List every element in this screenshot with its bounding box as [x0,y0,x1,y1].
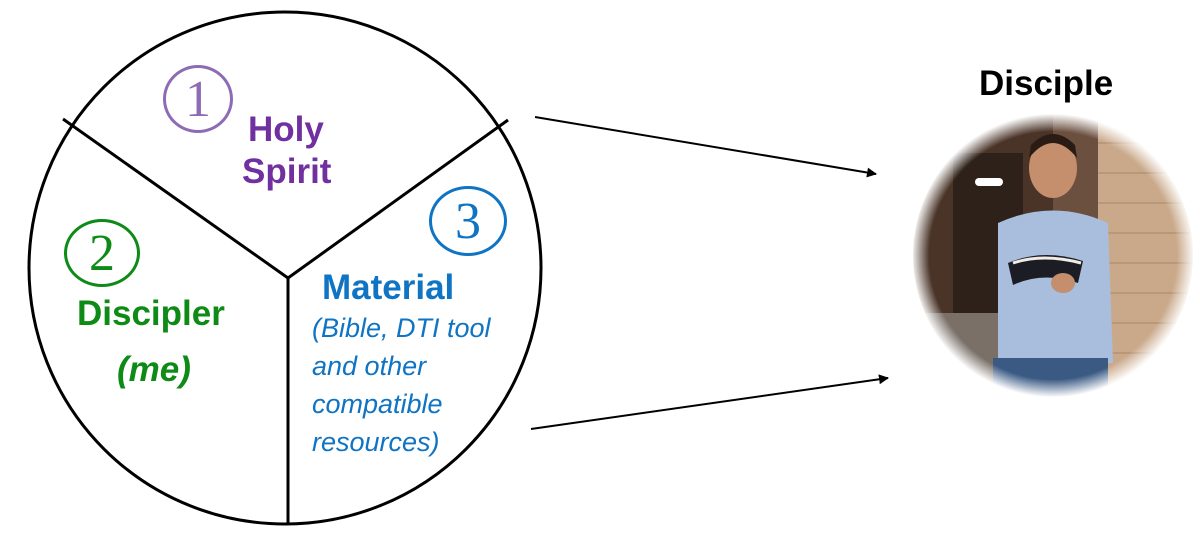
segment-detail: and other [312,351,427,381]
man-reading-bible-image [913,113,1193,398]
segment-title-line1: Discipler [77,294,225,333]
main-circle [27,10,543,526]
segment-detail: compatible [312,389,443,419]
number-two-icon: 2 [64,219,140,287]
segment-detail: (Bible, DTI tool [312,313,491,343]
upper-arrow [534,116,877,178]
disciple-photo [913,113,1193,398]
lower-arrow [530,374,889,430]
segment-title-line2: Spirit [242,152,332,191]
segment-title-line1: Holy [248,110,324,149]
number-three-icon: 3 [429,186,507,256]
divider-right [287,118,509,280]
number-one-icon: 1 [163,65,233,133]
segment-detail: resources) [312,427,440,457]
divider-left [62,117,289,280]
segment-title-line2: (me) [117,350,191,389]
disciple-title: Disciple [979,64,1114,103]
segment-title-line1: Material [322,268,455,307]
